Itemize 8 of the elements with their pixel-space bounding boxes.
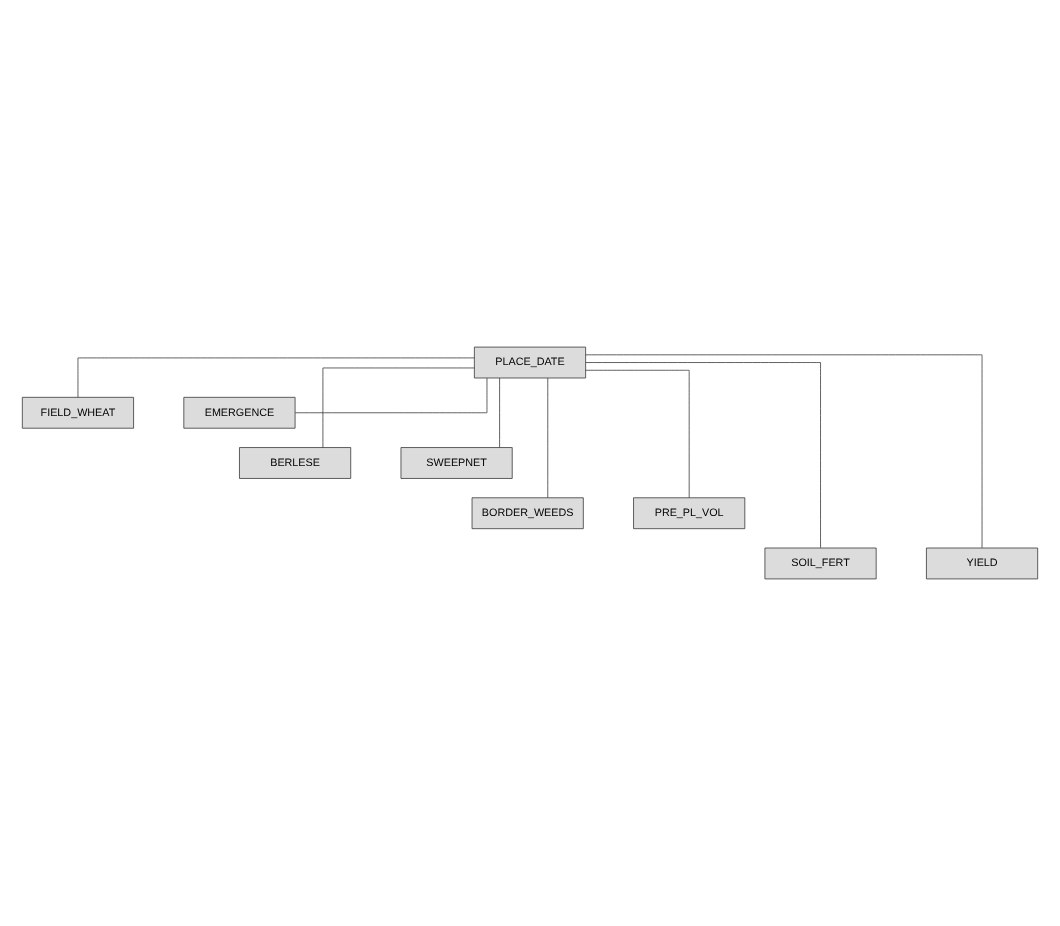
connector [547, 377, 549, 499]
connector [585, 362, 821, 549]
connector [294, 377, 488, 414]
connector [585, 369, 690, 499]
connector [499, 377, 500, 448]
connector [322, 367, 475, 448]
connector [77, 357, 475, 398]
connector [585, 354, 983, 549]
